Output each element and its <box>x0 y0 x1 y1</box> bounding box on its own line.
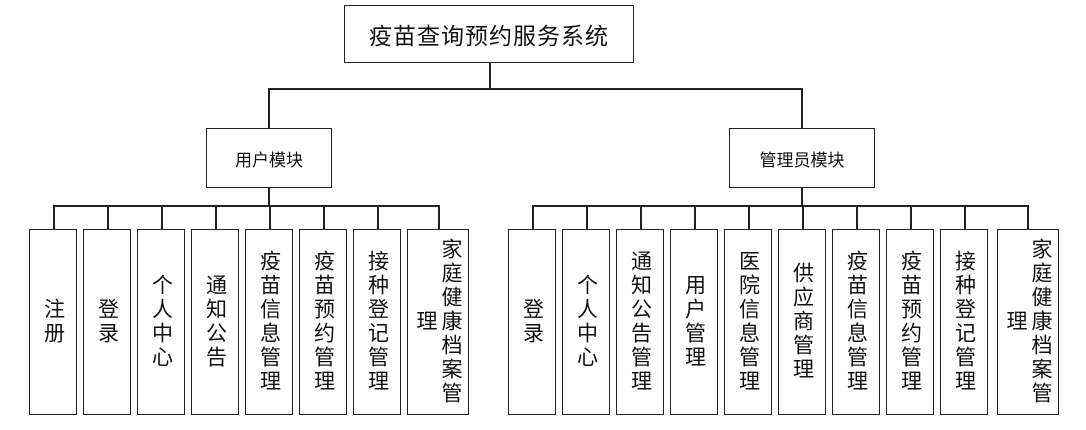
user-leaf-family-health: 家庭健康档案管理 <box>407 229 469 415</box>
admin-leaf-family-health: 家庭健康档案管理 <box>997 229 1059 415</box>
leaf-label: 接种登记管理 <box>952 250 977 394</box>
leaf-drop <box>748 205 750 230</box>
admin-leaf-supplier-mgmt: 供应商管理 <box>778 229 826 415</box>
user-leaf-login: 登录 <box>83 229 131 415</box>
user-leaf-profile: 个人中心 <box>137 229 185 415</box>
leaf-drop <box>1027 205 1029 230</box>
admin-leaf-vaccination-record: 接种登记管理 <box>940 229 988 415</box>
user-leaf-vaccine-info: 疫苗信息管理 <box>245 229 293 415</box>
leaf-label: 医院信息管理 <box>736 250 761 394</box>
leaf-label: 用户管理 <box>682 274 707 370</box>
leaf-drop <box>107 205 109 230</box>
leaf-drop <box>802 205 804 230</box>
leaf-label: 供应商管理 <box>790 262 815 382</box>
leaf-label: 疫苗预约管理 <box>898 250 923 394</box>
leaf-label: 通知公告 <box>203 274 228 370</box>
user-leaf-vaccine-booking: 疫苗预约管理 <box>299 229 347 415</box>
admin-module-connector <box>801 188 803 206</box>
root-label: 疫苗查询预约服务系统 <box>369 24 609 50</box>
user-module-drop <box>268 88 270 129</box>
leaf-label: 通知公告管理 <box>628 250 653 394</box>
leaf-label: 家庭健康档案管理 <box>414 238 463 406</box>
user-module-label: 用户模块 <box>235 150 303 171</box>
leaf-drop <box>161 205 163 230</box>
user-leaf-vaccination-record: 接种登记管理 <box>353 229 401 415</box>
leaf-label: 家庭健康档案管理 <box>1004 238 1053 406</box>
leaf-drop <box>532 205 534 230</box>
leaf-drop <box>694 205 696 230</box>
root-connector <box>489 63 491 89</box>
user-module-connector <box>268 188 270 206</box>
user-leaf-bus <box>53 205 439 207</box>
user-leaf-register: 注册 <box>29 229 77 415</box>
leaf-label: 登录 <box>95 298 120 346</box>
admin-module-drop <box>801 88 803 129</box>
admin-leaf-vaccine-booking: 疫苗预约管理 <box>886 229 934 415</box>
leaf-drop <box>53 205 55 230</box>
admin-module-label: 管理员模块 <box>759 150 845 171</box>
leaf-label: 接种登记管理 <box>365 250 390 394</box>
user-module-node: 用户模块 <box>206 128 332 188</box>
leaf-label: 注册 <box>41 298 66 346</box>
leaf-label: 疫苗信息管理 <box>844 250 869 394</box>
leaf-drop <box>964 205 966 230</box>
admin-leaf-profile: 个人中心 <box>562 229 610 415</box>
leaf-label: 疫苗预约管理 <box>311 250 336 394</box>
leaf-drop <box>438 205 440 230</box>
leaf-drop <box>910 205 912 230</box>
admin-leaf-login: 登录 <box>508 229 556 415</box>
admin-leaf-vaccine-info: 疫苗信息管理 <box>832 229 880 415</box>
leaf-label: 登录 <box>520 298 545 346</box>
module-bus <box>268 88 803 90</box>
leaf-drop <box>640 205 642 230</box>
admin-leaf-bus <box>532 205 1027 207</box>
admin-module-node: 管理员模块 <box>729 128 875 188</box>
leaf-drop <box>323 205 325 230</box>
leaf-label: 个人中心 <box>149 274 174 370</box>
admin-leaf-notice-mgmt: 通知公告管理 <box>616 229 664 415</box>
leaf-drop <box>586 205 588 230</box>
leaf-label: 疫苗信息管理 <box>257 250 282 394</box>
user-leaf-notices: 通知公告 <box>191 229 239 415</box>
admin-leaf-user-mgmt: 用户管理 <box>670 229 718 415</box>
leaf-label: 个人中心 <box>574 274 599 370</box>
leaf-drop <box>269 205 271 230</box>
leaf-drop <box>856 205 858 230</box>
leaf-drop <box>215 205 217 230</box>
root-node: 疫苗查询预约服务系统 <box>344 5 634 63</box>
admin-leaf-hospital-info: 医院信息管理 <box>724 229 772 415</box>
leaf-drop <box>377 205 379 230</box>
